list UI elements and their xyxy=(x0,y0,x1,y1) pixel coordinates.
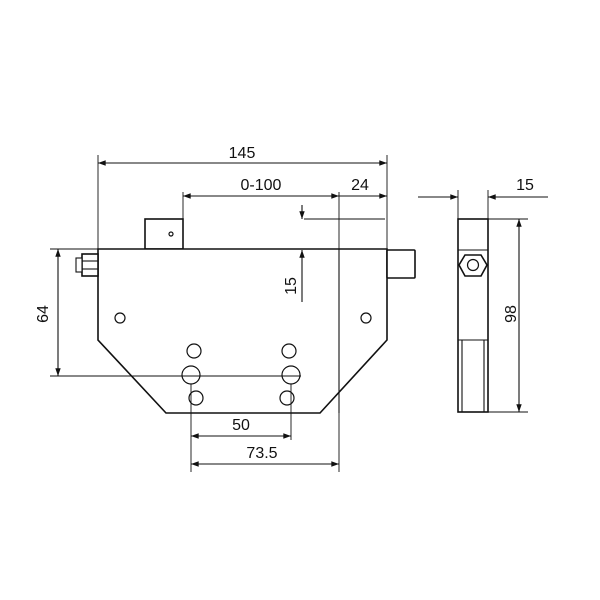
dim-label-98: 98 xyxy=(503,305,520,323)
dim-label-15-side: 15 xyxy=(516,177,534,194)
middle-right-hole xyxy=(281,365,301,385)
dim-label-64: 64 xyxy=(35,305,52,323)
dim-label-50: 50 xyxy=(232,417,250,434)
side-view xyxy=(457,218,489,413)
side-body xyxy=(457,218,489,413)
front-view xyxy=(75,218,416,414)
upper-right-hole xyxy=(281,343,297,359)
right-shaft xyxy=(386,249,416,279)
left-mount-hole xyxy=(114,312,126,324)
front-dimensions: 145 0-100 24 15 64 50 73.5 xyxy=(35,145,388,472)
lower-right-hole xyxy=(279,390,295,406)
left-nut xyxy=(81,253,99,277)
dim-label-15-front: 15 xyxy=(283,277,300,295)
left-bolt-head xyxy=(75,257,83,273)
hex-nut-bore xyxy=(466,258,480,272)
middle-left-hole xyxy=(181,365,201,385)
tab-screw-hole xyxy=(168,231,174,237)
dim-label-24: 24 xyxy=(351,177,369,194)
side-dimensions: 15 98 xyxy=(418,177,548,413)
dim-label-145: 145 xyxy=(229,145,256,162)
lower-left-hole xyxy=(188,390,204,406)
upper-left-hole xyxy=(186,343,202,359)
top-tab xyxy=(144,218,184,250)
dim-label-0-100: 0-100 xyxy=(241,177,282,194)
main-plate xyxy=(97,248,388,414)
right-mount-hole xyxy=(360,312,372,324)
dim-label-73-5: 73.5 xyxy=(246,445,277,462)
